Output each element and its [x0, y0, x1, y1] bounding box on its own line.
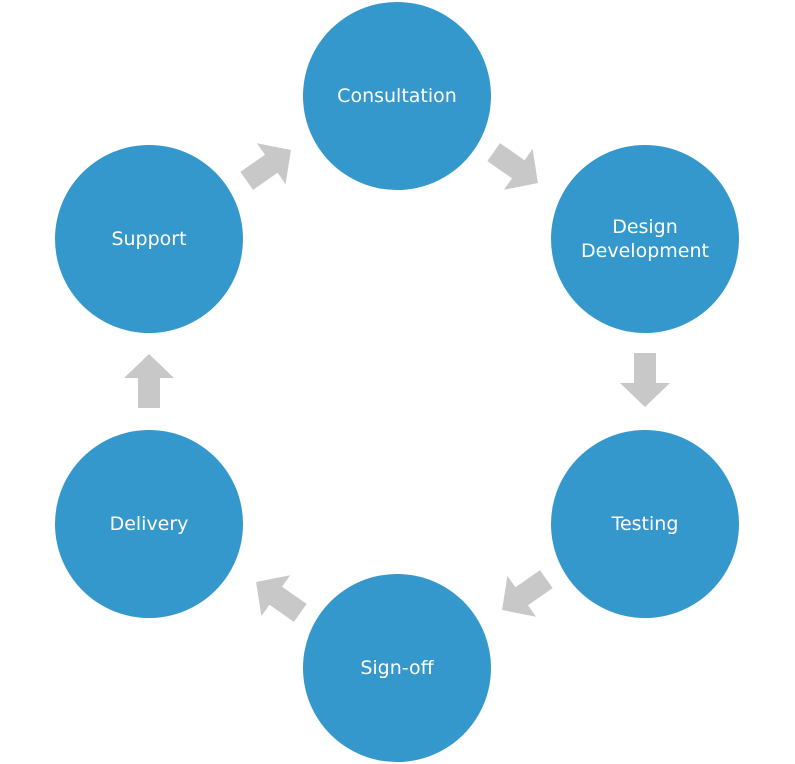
- arrow-shape: [240, 143, 291, 190]
- stage-testing: Testing: [551, 430, 739, 618]
- arrow-shape: [502, 570, 553, 617]
- stage-label-design-development: Design Development: [581, 216, 709, 262]
- arrow-up-left-icon: [247, 570, 311, 626]
- stage-label-sign-off: Sign-off: [360, 657, 434, 679]
- arrow-shape: [124, 354, 174, 408]
- arrow-down-left-icon: [493, 566, 557, 622]
- stage-label-delivery: Delivery: [109, 513, 189, 535]
- arrow-down-right-icon: [483, 139, 547, 195]
- arrow-shape: [620, 353, 670, 407]
- arrow-shape: [487, 143, 538, 190]
- arrow-shape: [256, 575, 307, 622]
- stage-support: Support: [55, 145, 243, 333]
- stage-label-consultation: Consultation: [337, 85, 457, 107]
- stage-design-development: Design Development: [551, 145, 739, 333]
- stage-label-testing: Testing: [611, 513, 679, 535]
- stage-sign-off: Sign-off: [303, 574, 491, 762]
- arrow-up-icon: [117, 354, 181, 410]
- arrow-down-icon: [613, 351, 677, 407]
- stage-label-support: Support: [111, 228, 187, 250]
- arrow-up-right-icon: [236, 138, 300, 194]
- stage-delivery: Delivery: [55, 430, 243, 618]
- stage-consultation: Consultation: [303, 2, 491, 190]
